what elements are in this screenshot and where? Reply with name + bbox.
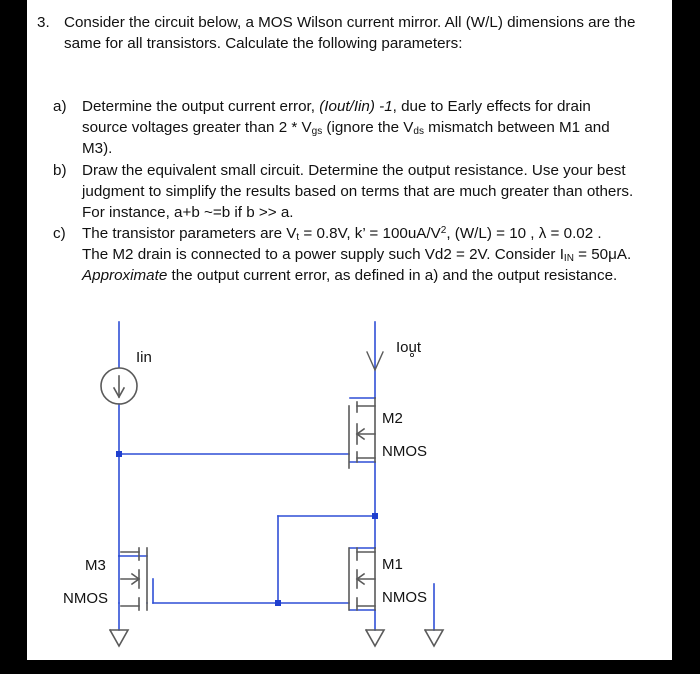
label-m2-type: NMOS <box>382 443 427 460</box>
item-b-label: b) <box>53 162 67 179</box>
current-source-circle <box>100 367 138 405</box>
item-a-text: Determine the output current error, (Iou… <box>82 98 610 157</box>
question-intro: Consider the circuit below, a MOS Wilson… <box>64 14 636 52</box>
label-m1: M1 <box>382 556 403 573</box>
item-b-text: Draw the equivalent small circuit. Deter… <box>82 162 634 221</box>
iout-arrow <box>366 351 384 372</box>
transistor-m3 <box>120 547 148 611</box>
item-c-label: c) <box>53 225 66 242</box>
ground-m3 <box>108 628 130 648</box>
label-m3-type: NMOS <box>63 590 108 607</box>
ground-m1 <box>364 628 386 648</box>
label-m3: M3 <box>85 557 106 574</box>
ground-symbols <box>108 628 445 648</box>
transistor-m1 <box>348 547 376 611</box>
junction-dots <box>116 451 378 606</box>
label-m2: M2 <box>382 410 403 427</box>
item-c-text: The transistor parameters are Vt = 0.8V,… <box>82 225 632 284</box>
iout-terminal-dot <box>409 352 414 357</box>
label-m1-type: NMOS <box>382 589 427 606</box>
current-source-iin <box>100 367 138 405</box>
item-a-label: a) <box>53 98 67 115</box>
circuit-wires <box>118 321 435 631</box>
question-number: 3. <box>37 14 50 31</box>
transistor-m2 <box>348 397 376 469</box>
label-iin: Iin <box>136 349 152 366</box>
ground-bulk <box>423 628 445 648</box>
label-iout: Iout <box>396 339 422 356</box>
